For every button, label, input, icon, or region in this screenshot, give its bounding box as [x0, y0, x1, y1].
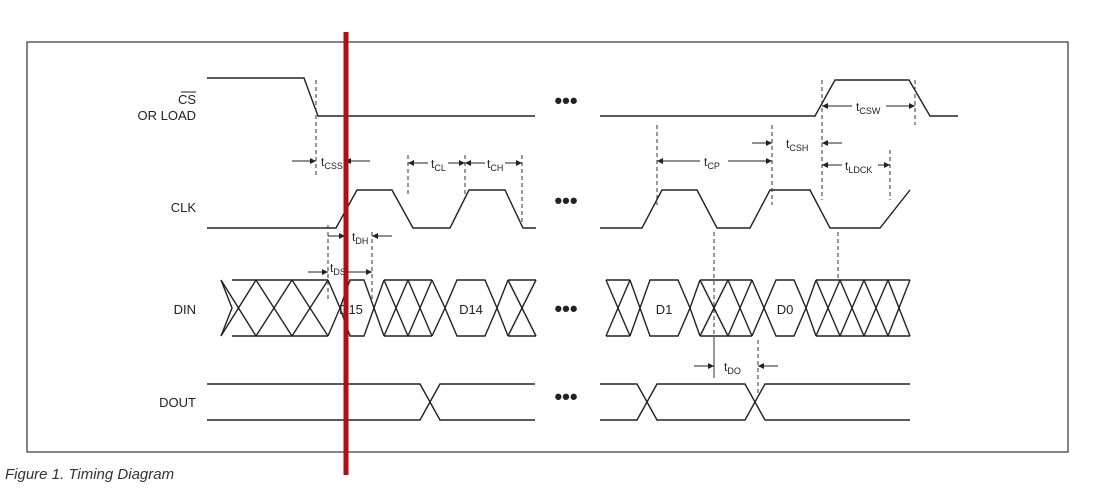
- dout-label: DOUT: [159, 395, 196, 410]
- clk-label: CLK: [171, 200, 197, 215]
- din-ellipsis: •••: [554, 296, 577, 321]
- dout-ellipsis: •••: [554, 384, 577, 409]
- tldck-label: tLDCK: [845, 159, 872, 175]
- signal-labels: CS OR LOAD CLK DIN DOUT: [137, 91, 197, 410]
- guide-lines: [315, 80, 916, 395]
- d15-label: D15: [339, 302, 363, 317]
- tcss-label: tCSS: [321, 155, 343, 171]
- tcsw-label: tCSW: [856, 100, 881, 116]
- figure-caption: Figure 1. Timing Diagram: [5, 466, 175, 483]
- tds-label: tDS: [330, 261, 346, 277]
- timing-annotations: tCSS tCL tCH tDH tDS tCP tCSH tCSW tLDCK: [292, 100, 915, 376]
- continuation-dots: ••• ••• ••• •••: [554, 88, 577, 409]
- diagram-frame: [26, 41, 1069, 453]
- cs-label: CS: [178, 92, 196, 107]
- tcp-label: tCP: [704, 155, 720, 171]
- din-waveform: [220, 279, 911, 337]
- din-label: DIN: [174, 302, 196, 317]
- cs-waveform: [207, 77, 958, 117]
- tcsh-label: tCSH: [786, 137, 808, 153]
- clk-ellipsis: •••: [554, 188, 577, 213]
- tcl-label: tCL: [431, 157, 446, 173]
- or-load-label: OR LOAD: [137, 108, 196, 123]
- d1-label: D1: [656, 302, 673, 317]
- tch-label: tCH: [487, 157, 503, 173]
- tdh-label: tDH: [352, 230, 368, 246]
- cs-ellipsis: •••: [554, 88, 577, 113]
- d14-label: D14: [459, 302, 483, 317]
- d0-label: D0: [777, 302, 794, 317]
- dout-waveform: [207, 383, 910, 421]
- tdo-label: tDO: [724, 360, 741, 376]
